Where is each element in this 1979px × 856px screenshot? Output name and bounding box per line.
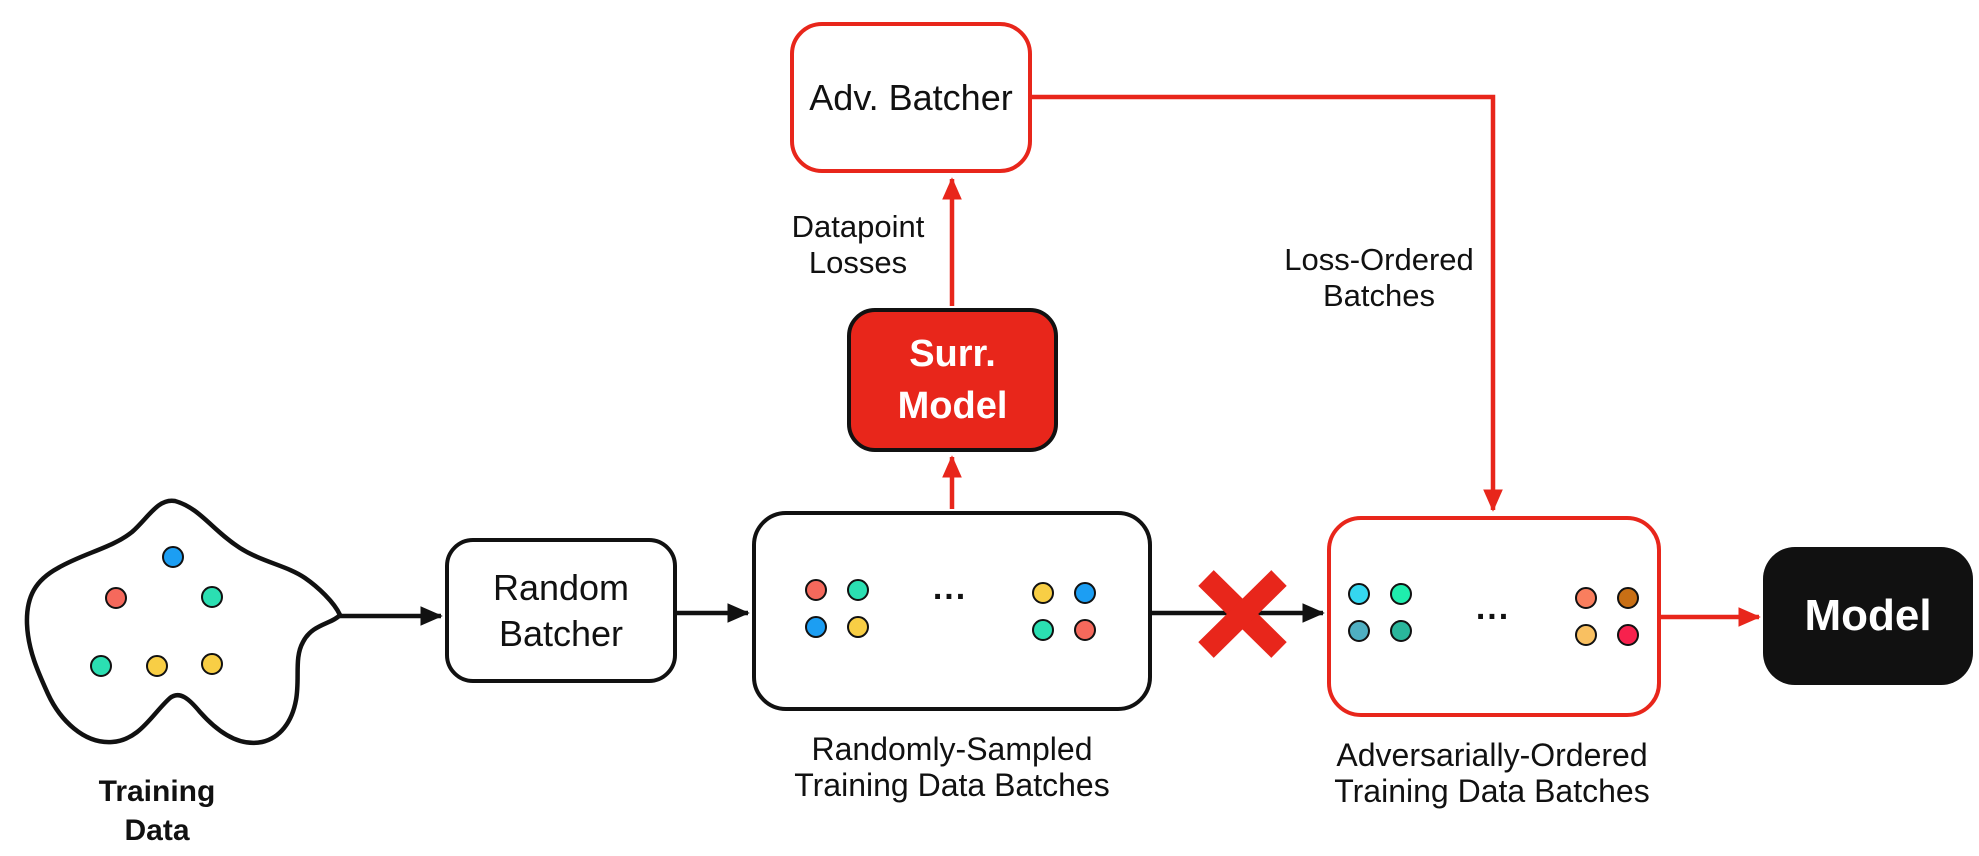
datapoint-dot bbox=[1074, 582, 1096, 604]
random-batch-left bbox=[805, 579, 869, 638]
adversarial-batches-ellipsis: ... bbox=[1475, 589, 1511, 627]
datapoint-dot bbox=[1617, 624, 1639, 646]
datapoint-dot bbox=[162, 546, 184, 568]
loss-ordered-batches-label: Loss-Ordered Batches bbox=[1229, 242, 1529, 314]
surrogate-model-label-line2: Model bbox=[897, 385, 1008, 427]
random-batches-ellipsis: ... bbox=[932, 569, 968, 607]
datapoint-dot bbox=[146, 655, 168, 677]
datapoint-dot bbox=[1348, 620, 1370, 642]
training-data-caption-line2: Data bbox=[124, 814, 190, 847]
datapoint-dot bbox=[105, 587, 127, 609]
model-label: Model bbox=[1804, 591, 1932, 640]
datapoint-dot bbox=[201, 586, 223, 608]
datapoint-losses-label: Datapoint Losses bbox=[708, 209, 1008, 281]
random-batches-node bbox=[752, 511, 1152, 711]
datapoint-dot bbox=[1575, 624, 1597, 646]
datapoint-dot bbox=[201, 653, 223, 675]
loss-ordered-batches-label-line1: Loss-Ordered bbox=[1284, 242, 1474, 277]
datapoint-dot bbox=[1074, 619, 1096, 641]
model-node: Model bbox=[1763, 547, 1973, 685]
datapoint-dot bbox=[1575, 587, 1597, 609]
datapoint-dot bbox=[1617, 587, 1639, 609]
adv-batcher-node: Adv. Batcher bbox=[790, 22, 1032, 173]
arrow-adv-batcher-to-adversarial-batches bbox=[1032, 94, 1503, 512]
random-batches-caption-line1: Randomly-Sampled bbox=[811, 731, 1093, 767]
adversarial-batches-caption-line2: Training Data Batches bbox=[1334, 773, 1650, 809]
datapoint-dot bbox=[847, 616, 869, 638]
datapoint-dot bbox=[847, 579, 869, 601]
datapoint-dot bbox=[1348, 583, 1370, 605]
datapoint-dot bbox=[805, 579, 827, 601]
datapoint-dot bbox=[805, 616, 827, 638]
adversarial-batches-node bbox=[1327, 516, 1661, 717]
datapoint-losses-label-line2: Losses bbox=[808, 245, 908, 280]
training-data-blob bbox=[24, 498, 343, 746]
random-batcher-label-line2: Batcher bbox=[498, 612, 624, 654]
adv-batcher-label: Adv. Batcher bbox=[809, 76, 1013, 118]
random-batcher-node: Random Batcher bbox=[445, 538, 677, 683]
datapoint-dot bbox=[90, 655, 112, 677]
adversarial-batches-caption: Adversarially-Ordered Training Data Batc… bbox=[1292, 737, 1692, 809]
datapoint-losses-label-line1: Datapoint bbox=[791, 209, 925, 244]
adversarial-batch-right bbox=[1575, 587, 1639, 646]
surrogate-model-label-line1: Surr. bbox=[909, 333, 996, 375]
datapoint-dot bbox=[1032, 582, 1054, 604]
random-batch-right bbox=[1032, 582, 1096, 641]
surrogate-model-node: Surr. Model bbox=[847, 308, 1058, 452]
datapoint-dot bbox=[1390, 583, 1412, 605]
training-data-caption: Training Data bbox=[7, 772, 307, 850]
random-batches-caption: Randomly-Sampled Training Data Batches bbox=[752, 731, 1152, 803]
adversarial-batches-caption-line1: Adversarially-Ordered bbox=[1336, 737, 1648, 773]
adversarial-batch-left bbox=[1348, 583, 1412, 642]
loss-ordered-batches-label-line2: Batches bbox=[1322, 278, 1435, 313]
rejected-path-x-icon bbox=[1198, 570, 1287, 658]
datapoint-dot bbox=[1032, 619, 1054, 641]
random-batcher-label-line1: Random bbox=[492, 566, 630, 608]
datapoint-dot bbox=[1390, 620, 1412, 642]
random-batches-caption-line2: Training Data Batches bbox=[794, 767, 1110, 803]
training-data-caption-line1: Training bbox=[98, 775, 216, 808]
